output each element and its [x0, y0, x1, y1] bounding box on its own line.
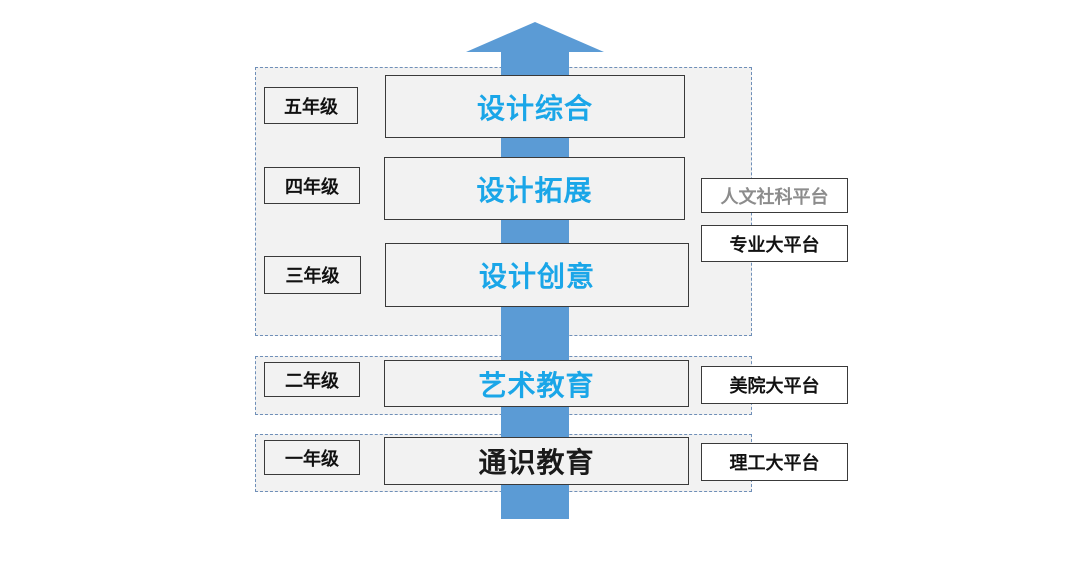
grade-label-second: 二年级	[264, 362, 360, 397]
grade-label-first: 一年级	[264, 440, 360, 475]
platform-science-engineering: 理工大平台	[701, 443, 848, 481]
grade-label-fifth: 五年级	[264, 87, 358, 124]
grade-label-fourth: 四年级	[264, 167, 360, 204]
course-design-synthesis: 设计综合	[385, 75, 685, 138]
platform-humanities: 人文社科平台	[701, 178, 848, 213]
course-design-creativity: 设计创意	[385, 243, 689, 307]
course-general-education: 通识教育	[384, 437, 689, 485]
grade-label-third: 三年级	[264, 256, 361, 294]
course-design-expansion: 设计拓展	[384, 157, 685, 220]
course-art-education: 艺术教育	[384, 360, 689, 407]
platform-major: 专业大平台	[701, 225, 848, 262]
platform-art-academy: 美院大平台	[701, 366, 848, 404]
